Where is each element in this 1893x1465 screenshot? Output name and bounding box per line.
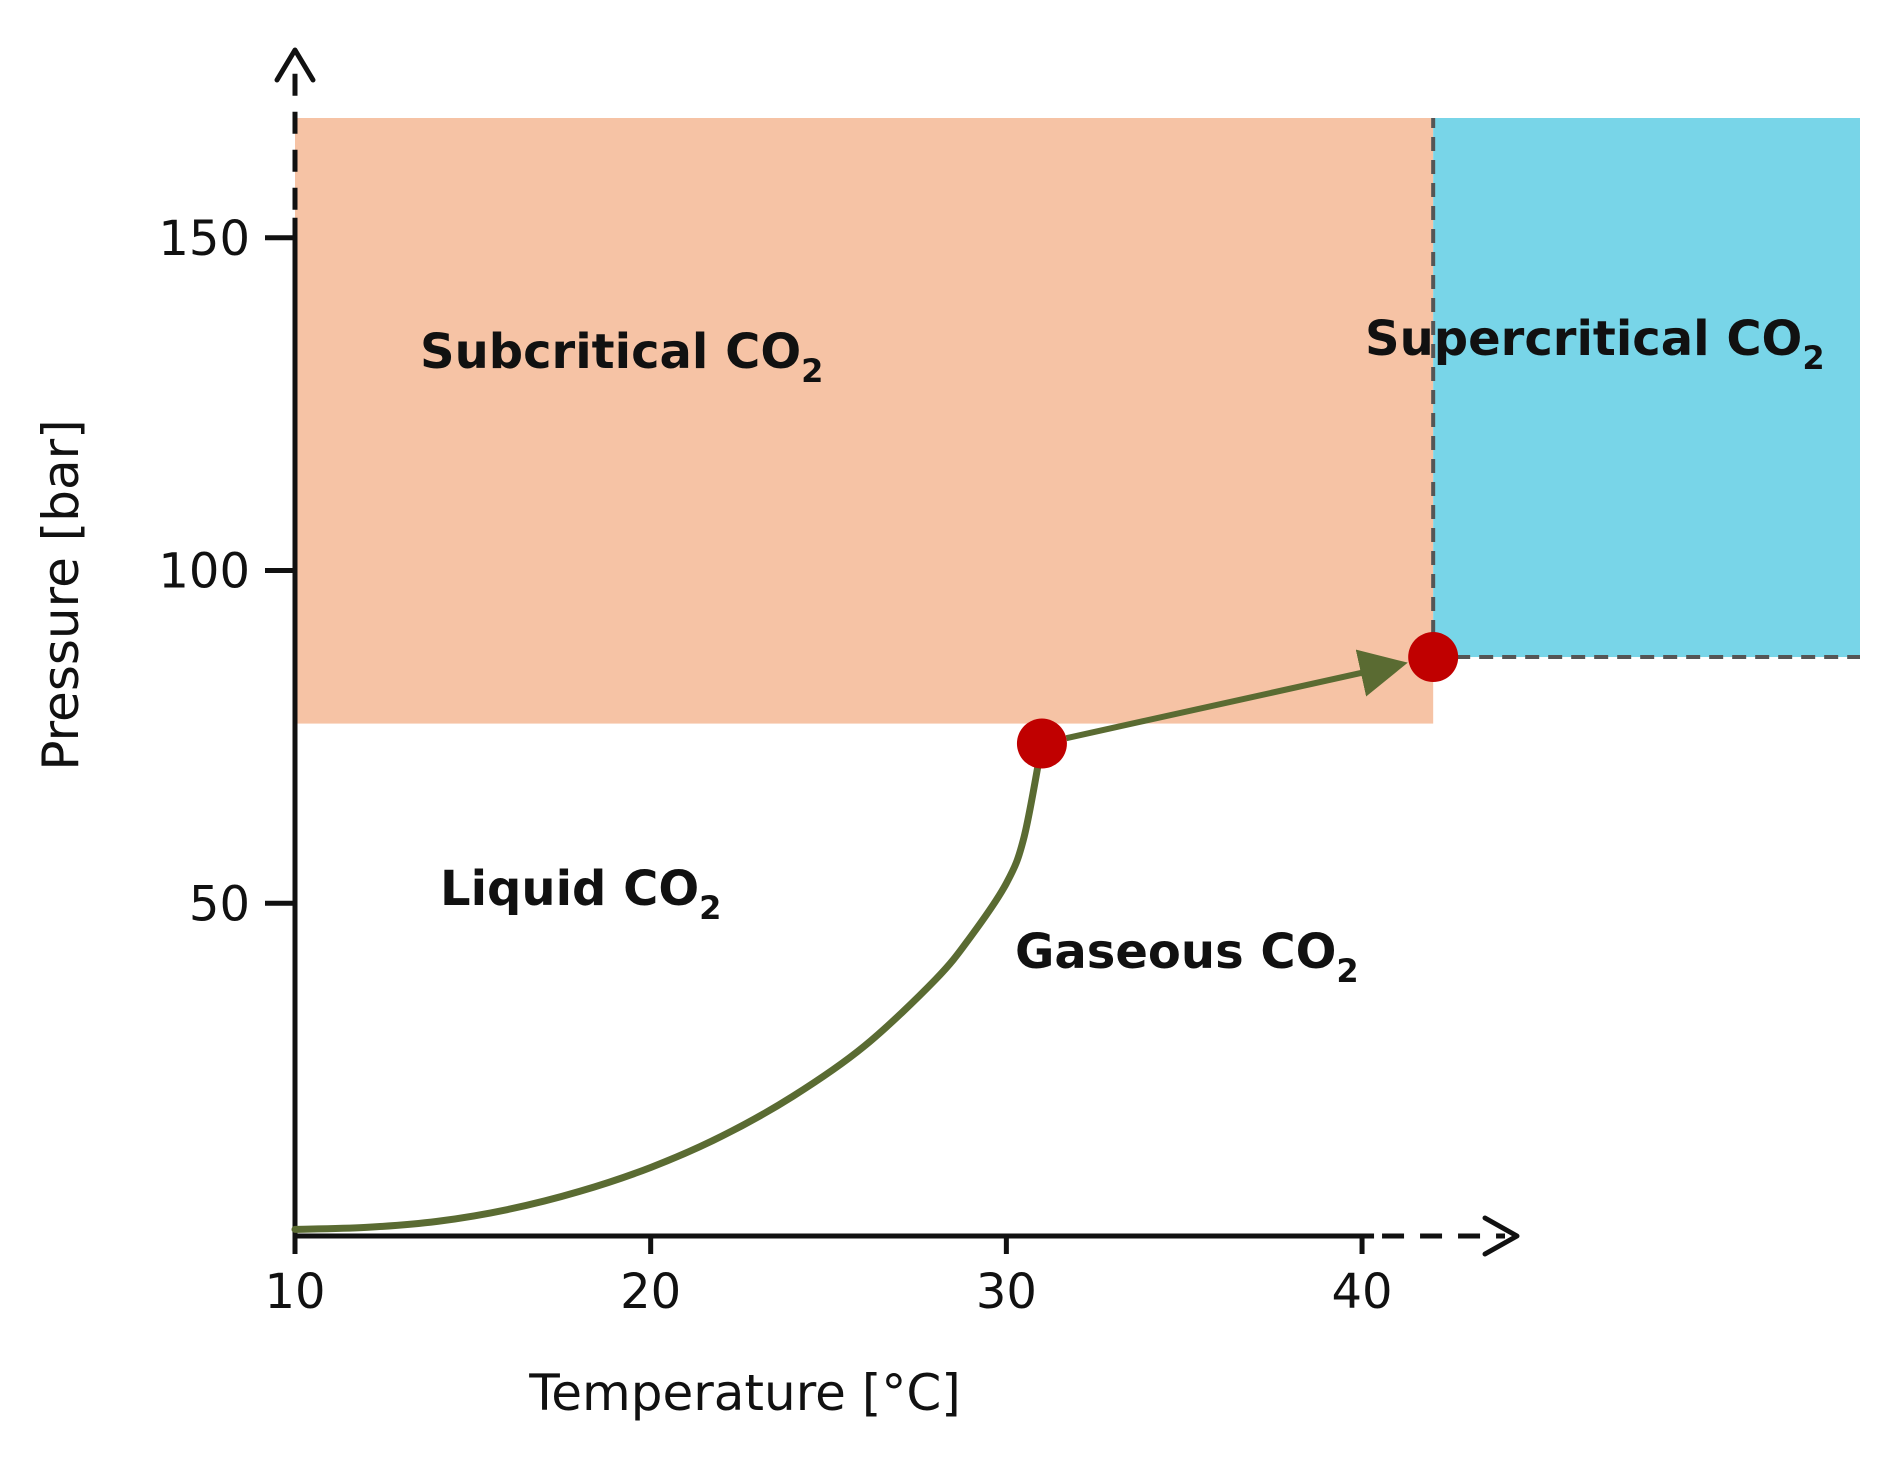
liquid-label: Liquid CO2: [440, 861, 721, 927]
x-tick-label-4: 40: [1332, 1264, 1393, 1320]
y-tick-label-1: 50: [189, 876, 250, 932]
subcritical-region: [295, 118, 1434, 724]
y-tick-label-2: 100: [158, 544, 250, 600]
supercritical-region: [1433, 118, 1860, 658]
vapor-pressure-curve: [291, 740, 1046, 1233]
x-tick-label-1: 10: [264, 1264, 325, 1320]
supercritical-label: Supercritical CO2: [1365, 311, 1825, 377]
y-tick-label-3: 150: [158, 211, 250, 267]
critical-point-marker-1: [1016, 718, 1067, 769]
subcritical-label: Subcritical CO2: [420, 324, 823, 390]
gaseous-label: Gaseous CO2: [1015, 924, 1359, 990]
x-tick-label-3: 30: [976, 1264, 1037, 1320]
x-tick-label-2: 20: [620, 1264, 681, 1320]
transition-arrow: [1065, 649, 1408, 742]
y-axis-title: Pressure [bar]: [32, 419, 90, 770]
x-axis-arrow-icon: [1482, 1215, 1520, 1257]
y-axis-arrow-icon: [274, 47, 316, 83]
critical-point-marker-2: [1408, 632, 1459, 683]
x-axis-title: Temperature [°C]: [528, 1364, 961, 1422]
